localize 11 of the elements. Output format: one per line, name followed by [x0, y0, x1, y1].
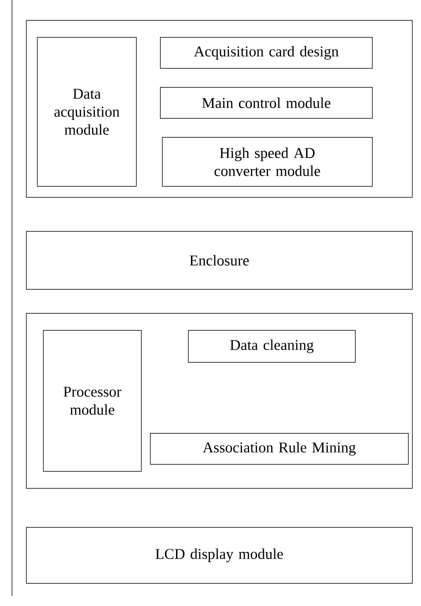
module-box: Main control module: [160, 87, 373, 119]
module-box: LCD display module: [26, 527, 413, 584]
module-box: Association Rule Mining: [150, 433, 409, 465]
group-box: [26, 20, 413, 198]
module-box: High speed AD converter module: [162, 137, 373, 187]
module-box: Data acquisition module: [37, 37, 137, 187]
group-box: [26, 313, 413, 489]
module-box: Enclosure: [26, 231, 413, 290]
module-box: Acquisition card design: [160, 37, 373, 69]
module-box: Data cleaning: [188, 330, 356, 363]
module-box: Processor module: [43, 330, 142, 472]
